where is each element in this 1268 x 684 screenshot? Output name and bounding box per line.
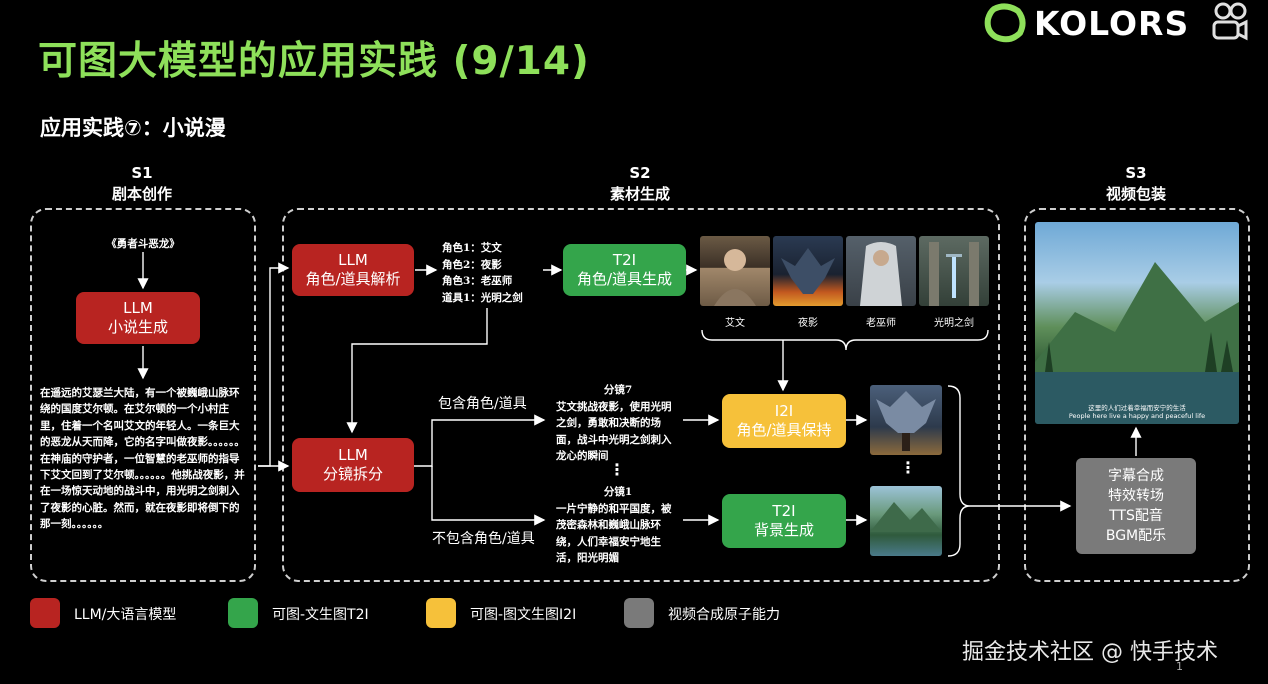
- video-preview: 这里的人们过着幸福而安宁的生活 People here live a happy…: [1035, 222, 1239, 424]
- prop-item: 道具1：光明之剑: [442, 291, 523, 304]
- llm-novel-box: LLM 小说生成: [76, 292, 200, 344]
- thumb-caption: 夜影: [798, 318, 818, 329]
- stage-s3-header: S3 视频包装: [1086, 163, 1186, 205]
- llm-parse-box: LLM 角色/道具解析: [292, 244, 414, 296]
- compose-item: 特效转场: [1108, 488, 1164, 504]
- preview-caption-cn: 这里的人们过着幸福而安宁的生活: [1088, 404, 1186, 412]
- mountain-icon: [870, 502, 942, 532]
- shot7-text: 艾文挑战夜影，使用光明之剑，勇敢和决断的场面，战斗中光明之剑刺入龙心的瞬间: [556, 400, 672, 463]
- role-item: 角色1：艾文: [442, 242, 502, 254]
- novel-text: 在遥远的艾瑟兰大陆，有一个被巍峨山脉环绕的国度艾尔顿。在艾尔顿的一个小村庄里，住…: [40, 387, 245, 531]
- shot1-title: 分镜1: [603, 486, 633, 498]
- i2i-line2: 角色/道具保持: [736, 421, 832, 439]
- llm-novel-line2: 小说生成: [107, 318, 168, 336]
- compose-item: BGM配乐: [1105, 528, 1167, 544]
- output-thumb-battle: [870, 385, 942, 455]
- legend-swatch-video: [624, 598, 654, 628]
- llm-parse-line2: 角色/道具解析: [305, 270, 401, 288]
- branch-without-label: 不包含角色/道具: [432, 531, 535, 547]
- role-item: 角色3：老巫师: [442, 275, 513, 287]
- shot7-block: 分镜7 艾文挑战夜影，使用光明之剑，勇敢和决断的场面，战斗中光明之剑刺入龙心的瞬…: [556, 382, 680, 465]
- thumb-caption: 光明之剑: [934, 318, 974, 329]
- character-thumb-yeying: [773, 236, 843, 306]
- stage-s1-id: S1: [131, 164, 153, 182]
- roles-list: 角色1：艾文 角色2：夜影 角色3：老巫师 道具1：光明之剑: [442, 240, 552, 306]
- t2i-role-box: T2I 角色/道具生成: [563, 244, 686, 296]
- stage-s3-id: S3: [1125, 164, 1147, 182]
- thumb-caption: 艾文: [725, 318, 745, 329]
- stage-s2-header: S2 素材生成: [590, 163, 690, 205]
- landscape-icon: [1035, 262, 1239, 424]
- llm-split-box: LLM 分镜拆分: [292, 438, 414, 492]
- shot1-text: 一片宁静的和平国度，被茂密森林和巍峨山脉环绕，人们幸福安宁地生活，阳光明媚: [556, 502, 672, 565]
- t2i-role-line2: 角色/道具生成: [576, 270, 673, 288]
- shot7-title: 分镜7: [603, 384, 633, 396]
- dragon-icon: [781, 248, 835, 294]
- output-thumb-landscape: [870, 486, 942, 556]
- page-number: 1: [1176, 660, 1183, 673]
- stage-s2-name: 素材生成: [609, 185, 670, 203]
- kuaishou-logo-icon: [1212, 2, 1248, 41]
- preview-caption-en: People here live a happy and peaceful li…: [1068, 412, 1206, 420]
- character-thumb-aiwen: [700, 236, 770, 306]
- book-title: 《勇者斗恶龙》: [106, 238, 180, 250]
- compose-item: TTS配音: [1109, 508, 1163, 524]
- legend-swatch-t2i: [228, 598, 258, 628]
- sword-icon: [929, 242, 979, 306]
- page-subtitle: 应用实践⑦：小说漫: [40, 116, 226, 140]
- thumb-caption: 老巫师: [866, 318, 896, 329]
- wizard-icon: [860, 242, 902, 306]
- preview-subtitle: 这里的人们过着幸福而安宁的生活 People here live a happy…: [1035, 404, 1239, 420]
- t2i-bg-line2: 背景生成: [753, 521, 814, 539]
- stage-s1-header: S1 剧本创作: [92, 163, 192, 205]
- outputs-ellipsis: ⋮: [900, 458, 916, 477]
- stage-s1-name: 剧本创作: [111, 185, 172, 203]
- llm-split-line2: 分镜拆分: [322, 465, 383, 483]
- stage-s2-id: S2: [629, 164, 651, 182]
- t2i-bg-box: T2I 背景生成: [722, 494, 846, 548]
- kolors-logo-icon: [984, 3, 1026, 43]
- llm-split-line1: LLM: [338, 446, 368, 464]
- llm-novel-line1: LLM: [123, 299, 153, 317]
- shots-ellipsis: ⋮: [609, 460, 625, 479]
- legend-swatch-llm: [30, 598, 60, 628]
- t2i-role-line1: T2I: [612, 251, 637, 269]
- legend-swatch-i2i: [426, 598, 456, 628]
- legend-label-t2i: 可图-文生图T2I: [272, 607, 369, 623]
- i2i-line1: I2I: [774, 402, 794, 420]
- shot1-block: 分镜1 一片宁静的和平国度，被茂密森林和巍峨山脉环绕，人们幸福安宁地生活，阳光明…: [556, 484, 680, 567]
- stage-s1-panel: [30, 208, 256, 582]
- compose-item: 字幕合成: [1108, 468, 1164, 484]
- role-item: 角色2：夜影: [442, 258, 502, 271]
- page-title: 可图大模型的应用实践 (9/14): [38, 39, 590, 84]
- legend-label-llm: LLM/大语言模型: [74, 607, 177, 623]
- stage-s3-panel: [1024, 208, 1250, 582]
- branch-with-label: 包含角色/道具: [438, 396, 527, 412]
- prop-thumb-sword: [919, 236, 989, 306]
- watermark: 掘金技术社区 @ 快手技术: [962, 640, 1218, 665]
- legend-label-video: 视频合成原子能力: [668, 607, 780, 623]
- stage-s3-name: 视频包装: [1105, 185, 1166, 203]
- llm-parse-line1: LLM: [338, 251, 368, 269]
- t2i-bg-line1: T2I: [772, 502, 796, 520]
- person-icon: [714, 249, 756, 306]
- i2i-keep-box: I2I 角色/道具保持: [722, 394, 846, 448]
- legend-label-i2i: 可图-图文生图I2I: [470, 607, 577, 623]
- stage-s2-panel: [282, 208, 1000, 582]
- dragon-battle-icon: [876, 391, 936, 451]
- video-compose-box: 字幕合成 特效转场 TTS配音 BGM配乐: [1076, 458, 1196, 554]
- character-thumb-wizard: [846, 236, 916, 306]
- logo-text: KOLORS: [1034, 4, 1190, 43]
